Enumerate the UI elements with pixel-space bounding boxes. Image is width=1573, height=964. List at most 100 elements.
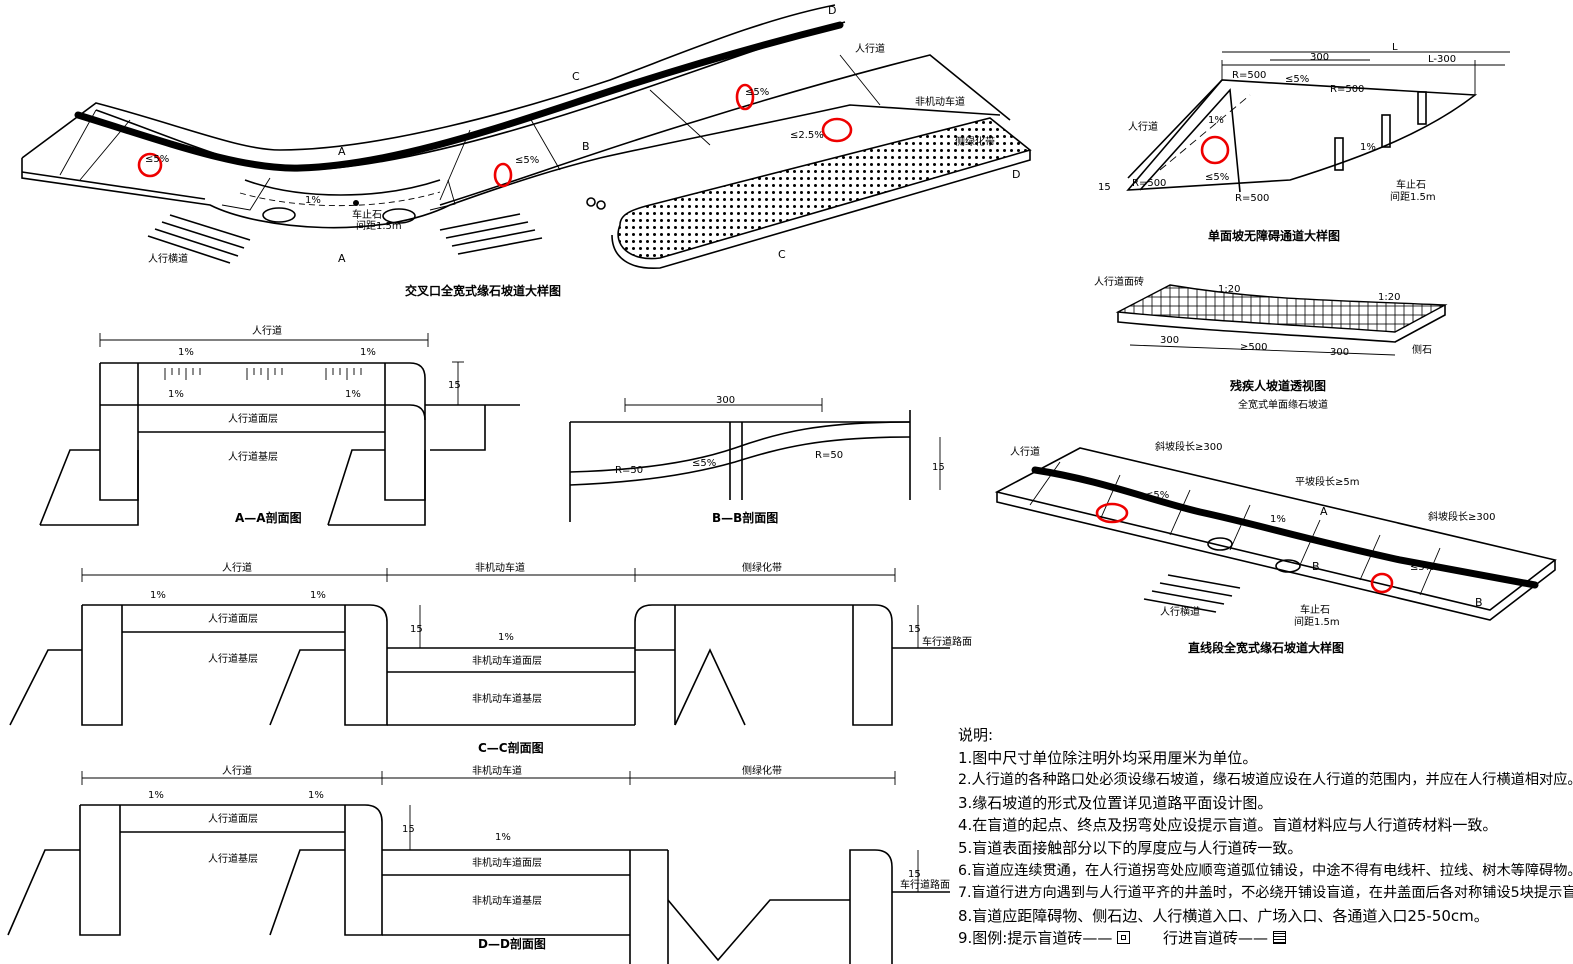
straight-segment-plan: 人行道 斜坡段长≥300 平坡段长≥5m 斜坡段长≥300 ≤5% ≤5% 1%… [994, 440, 1557, 655]
sidewalk-label: 人行道 [252, 324, 282, 337]
manhole [262, 207, 296, 223]
bollard-icon [1334, 91, 1427, 171]
dim-15: 15 [402, 824, 415, 835]
spacing-label: 间距1.5m [1390, 190, 1436, 203]
manhole [1207, 537, 1233, 551]
section-aa: 人行道 1% 1% 1% 1% 人行道面层 人行道基层 15 A—A剖面图 [39, 324, 520, 526]
sidewalk-label: 人行道 [1010, 445, 1040, 458]
base-label: 人行道基层 [228, 450, 278, 463]
radius-label: R=50 [815, 450, 843, 461]
nm-base-label: 非机动车道基层 [472, 894, 542, 907]
section-mark-b: B [1475, 596, 1483, 609]
spacing-label: 间距1.5m [356, 219, 402, 232]
nm-surface-label: 非机动车道面层 [472, 654, 542, 667]
crosswalk-left [147, 214, 251, 264]
section-dd: 人行道 非机动车道 侧绿化带 1% 1% 1% 人行道面层 人行道基层 非机动车… [7, 764, 950, 964]
dim-15: 15 [410, 624, 423, 635]
slope-label: ≤5% [145, 154, 169, 165]
slope-label: 1% [168, 389, 184, 400]
intersection-plan: A A B C C D D 人行横道 车止石 间距1.5m 人行道 非机动车道 … [21, 4, 1032, 298]
slope-label: ≤5% [745, 87, 769, 98]
bollard-icon [353, 200, 359, 206]
crosswalk-label: 人行横道 [1160, 605, 1200, 618]
drainage-grate [164, 368, 362, 380]
note-item: 4.在盲道的起点、终点及拐弯处应设提示盲道。盲道材料应与人行道砖材料一致。 [958, 816, 1498, 835]
dim-15: 15 [1098, 182, 1111, 193]
section-mark-a: A [338, 252, 346, 265]
base-label: 人行道基层 [208, 652, 258, 665]
slope-label: ≤5% [1410, 562, 1434, 573]
highlight-circle [137, 152, 163, 178]
highlight-circle [821, 117, 853, 143]
section-mark-c: C [572, 70, 580, 83]
slope-label: 1% [178, 347, 194, 358]
note-item: 9.图例:提示盲道砖—— [958, 929, 1113, 948]
notes-block: 说明: 1.图中尺寸单位除注明外均采用厘米为单位。 2.人行道的各种路口处必须设… [958, 724, 1573, 950]
curb-label: 侧石 [1412, 343, 1432, 356]
note-item: 5.盲道表面接触部分以下的厚度应与人行道砖一致。 [958, 838, 1303, 857]
manhole [382, 208, 416, 224]
manhole [1275, 559, 1301, 573]
highlight-circle [1370, 572, 1394, 594]
slope-label: 1% [345, 389, 361, 400]
subtitle-perspective: 全宽式单面缘石坡道 [1238, 398, 1328, 411]
dim-15: 15 [908, 869, 921, 880]
green-belt-label: 侧绿化带 [955, 135, 995, 148]
ramp-length-label: 斜坡段长≥300 [1155, 440, 1222, 453]
slope-label: ≤5% [1145, 490, 1169, 501]
slope-label: 1% [305, 195, 321, 206]
section-mark-d: D [1012, 168, 1020, 181]
dim-300: 300 [1330, 347, 1349, 358]
note-item: 1.图中尺寸单位除注明外均采用厘米为单位。 [958, 748, 1258, 767]
title-aa: A—A剖面图 [235, 510, 302, 525]
sidewalk-label: 人行道 [855, 42, 885, 55]
note-item: 3.缘石坡道的形式及位置详见道路平面设计图。 [958, 793, 1273, 812]
dim-300: 300 [1160, 335, 1179, 346]
dim-15: 15 [448, 380, 461, 391]
title-intersection: 交叉口全宽式缘石坡道大样图 [405, 283, 561, 298]
section-mark-c: C [778, 248, 786, 261]
dim-l-300: L-300 [1428, 54, 1456, 65]
sidewalk-label: 人行道 [1128, 120, 1158, 133]
highlight-circle [735, 83, 755, 111]
slope-label: 1% [308, 790, 324, 801]
ramp-length-label: 斜坡段长≥300 [1428, 510, 1495, 523]
guide-tile-icon [1272, 931, 1286, 945]
section-cc: 人行道 非机动车道 侧绿化带 1% 1% 1% 人行道面层 人行道基层 非机动车… [9, 561, 972, 755]
note-item: 8.盲道应距障碍物、侧石边、人行横道入口、广场入口、各通道入口25-50cm。 [958, 906, 1489, 925]
green-belt-label: 侧绿化带 [742, 561, 782, 574]
title-dd: D—D剖面图 [478, 936, 546, 951]
note-item: 6.盲道应连续贯通，在人行道拐弯处应顺弯道弧位铺设，中途不得有电线杆、拉线、树木… [958, 862, 1573, 879]
slope-label: 1% [1360, 142, 1376, 153]
nonmotor-label: 非机动车道 [475, 561, 525, 574]
highlight-circle [493, 162, 513, 188]
section-bb: 300 R=50 R=50 ≤5% 15 B—B剖面图 [569, 395, 945, 525]
slope-label: 1% [148, 790, 164, 801]
slope-label: ≤5% [1285, 74, 1309, 85]
slope-label: ≤2.5% [790, 130, 824, 141]
nonmotor-label: 非机动车道 [472, 764, 522, 777]
ratio-label: 1:20 [1378, 292, 1400, 303]
perspective-view: 人行道面砖 1:20 1:20 300 ≥500 300 侧石 残疾人坡道透视图… [1094, 275, 1448, 411]
title-straight: 直线段全宽式缘石坡道大样图 [1188, 640, 1344, 655]
ratio-label: 1:20 [1218, 284, 1240, 295]
flat-length-label: 平坡段长≥5m [1295, 475, 1359, 488]
slope-label: 1% [310, 590, 326, 601]
section-mark-b: B [1312, 560, 1320, 573]
slope-label: 1% [360, 347, 376, 358]
title-bb: B—B剖面图 [712, 510, 778, 525]
slope-label: ≤5% [692, 458, 716, 469]
bicycle-icon [586, 197, 606, 210]
slope-label: 1% [498, 632, 514, 643]
dim-500: ≥500 [1240, 342, 1267, 353]
base-label: 人行道基层 [208, 852, 258, 865]
guide-legend-label: 行进盲道砖—— [1162, 929, 1268, 948]
spacing-label: 间距1.5m [1294, 615, 1340, 628]
section-mark-b: B [582, 140, 590, 153]
nonmotor-label: 非机动车道 [915, 95, 965, 108]
nm-surface-label: 非机动车道面层 [472, 856, 542, 869]
slope-label: 1% [495, 832, 511, 843]
crosswalk-label: 人行横道 [148, 252, 188, 265]
single-slope-plan: 300 L L-300 R=500 R=500 R=500 R=500 ≤5% … [1098, 42, 1510, 243]
